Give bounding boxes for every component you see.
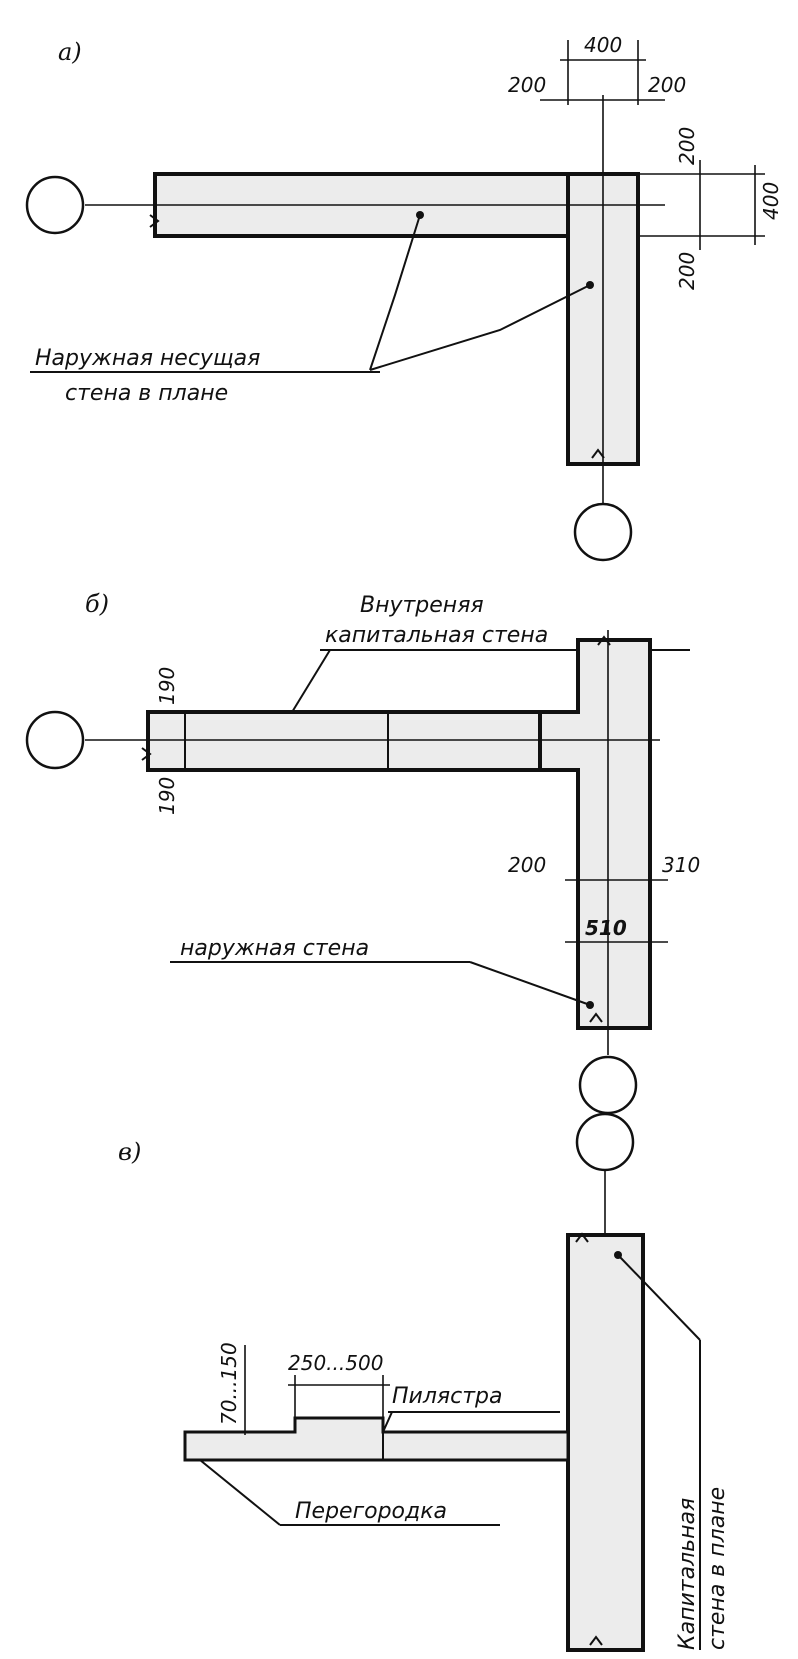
diagram-b-axis-bubble-bottom xyxy=(578,1055,638,1115)
diagram-c: в) 70...150 250...500 Пилястра Перегород… xyxy=(118,1112,730,1652)
diagram-a-axis-bubble-left xyxy=(25,175,85,235)
diagram-c-pilaster-label: Пилястра xyxy=(392,1384,503,1409)
diagram-a-dim-top-left: 200 xyxy=(508,73,546,97)
diagram-a-leader-vertical xyxy=(369,284,591,371)
diagram-a-label-line1: Наружная несущая xyxy=(35,346,260,371)
diagram-b-dim-total: 510 xyxy=(585,916,627,940)
diagram-a-leader-horizontal xyxy=(369,214,421,371)
diagram-b-outer-wall-leader-dot xyxy=(586,1001,594,1009)
diagram-c-dim-width: 250...500 xyxy=(288,1351,383,1375)
diagram-b-title-line2: капитальная стена xyxy=(325,623,548,648)
diagram-a-break-mark-bottom xyxy=(591,448,605,459)
diagram-b-dim-right: 310 xyxy=(662,853,700,877)
diagram-b-dim-lower: 190 xyxy=(155,777,179,815)
diagram-a-break-mark-left xyxy=(149,214,160,228)
diagram-c-pilaster-leader xyxy=(382,1411,393,1433)
diagram-b-break-mark-top xyxy=(597,635,611,646)
diagram-a-leader-dot-vertical xyxy=(586,281,594,289)
diagram-b-inner-wall xyxy=(146,710,580,772)
diagram-c-wall-leader xyxy=(617,1254,701,1341)
diagram-b-break-mark-bottom xyxy=(589,1012,603,1023)
diagram-c-dim-height: 70...150 xyxy=(217,1342,241,1425)
diagram-c-break-mark-top xyxy=(575,1232,589,1243)
diagram-c-partition-leader xyxy=(199,1459,281,1526)
diagram-a-letter: а) xyxy=(58,38,82,66)
diagram-c-wall-label-line2: стена в плане xyxy=(705,1487,730,1650)
diagram-b-break-mark-left xyxy=(141,747,152,761)
diagram-a-dim-side-upper: 200 xyxy=(675,127,699,165)
diagram-c-wall-leader-dot xyxy=(614,1251,622,1259)
diagram-c-wall-label-line1: Капитальная xyxy=(675,1498,700,1650)
diagram-c-capital-wall xyxy=(566,1233,645,1652)
diagram-c-partition xyxy=(183,1416,570,1462)
diagram-a: а) 400 200 200 400 200 200 xyxy=(25,33,783,562)
diagram-b-outer-wall-label: наружная стена xyxy=(180,936,369,961)
diagram-b-outer-wall-leader xyxy=(469,961,591,1006)
diagram-a-dim-top-right: 200 xyxy=(648,73,686,97)
diagram-b-axis-bubble-left xyxy=(25,710,85,770)
diagram-b-dim-upper: 190 xyxy=(155,667,179,705)
diagram-b-dim-left: 200 xyxy=(508,853,546,877)
diagram-c-letter: в) xyxy=(118,1138,141,1166)
diagram-a-dim-side-total: 400 xyxy=(759,182,783,220)
diagram-a-leader-dot-horizontal xyxy=(416,211,424,219)
diagram-a-dim-top-total: 400 xyxy=(584,33,622,57)
diagram-b-title-line1: Внутреняя xyxy=(360,593,484,618)
diagram-b: б) Внутреняя капитальная стена 190 190 2… xyxy=(25,590,700,1115)
diagram-a-dim-side-lower: 200 xyxy=(675,252,699,290)
diagram-a-axis-bubble-bottom xyxy=(573,502,633,562)
diagram-b-outer-wall xyxy=(538,638,652,1030)
diagram-a-label-line2: стена в плане xyxy=(65,381,228,406)
diagram-c-break-mark-bottom xyxy=(589,1635,603,1646)
diagram-c-axis-bubble-top xyxy=(575,1112,635,1172)
diagram-b-letter: б) xyxy=(85,590,109,618)
diagram-c-partition-label: Перегородка xyxy=(295,1499,447,1524)
